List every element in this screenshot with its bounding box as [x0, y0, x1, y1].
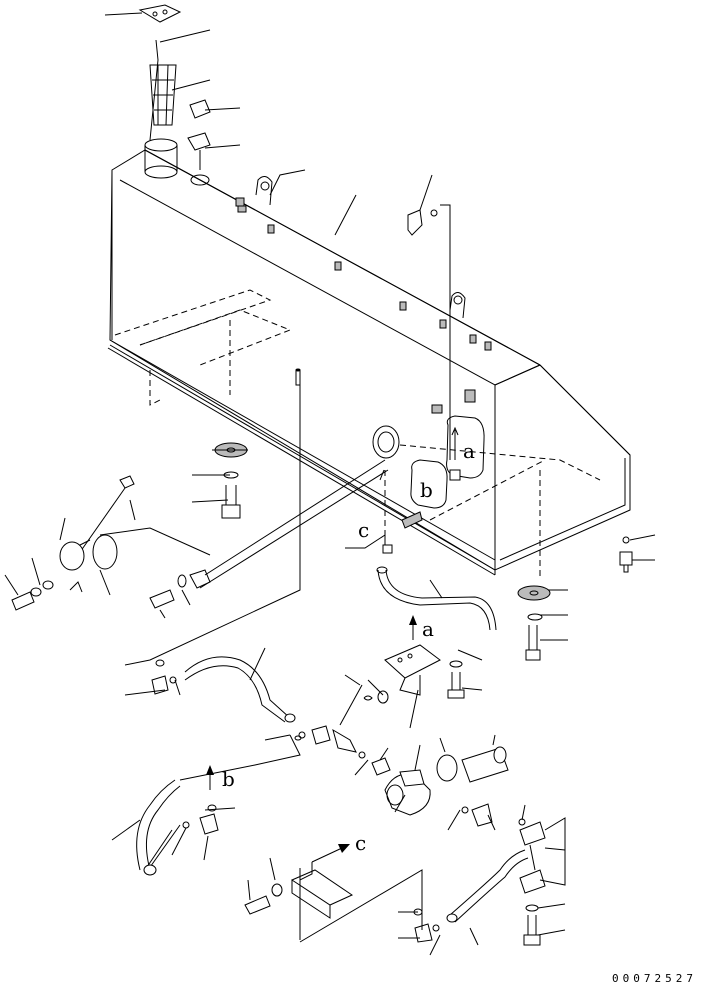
label-a-bracket: a [422, 617, 434, 641]
document-number: 00072527 [612, 972, 697, 985]
view-reference-c: c [358, 511, 423, 554]
mounting-bracket-a [363, 644, 465, 704]
label-b-tank: b [420, 478, 433, 502]
elbow-fitting-top [407, 209, 438, 236]
strainer [149, 39, 177, 141]
hose-upper [376, 566, 497, 631]
label-a-tank: a [463, 439, 475, 463]
level-gauge [372, 425, 400, 459]
fittings [151, 675, 526, 943]
hose-mid [184, 656, 296, 723]
fuel-tank [107, 149, 631, 580]
washers [155, 659, 423, 916]
drain-plug [619, 536, 633, 573]
fuel-filter [384, 746, 509, 816]
weld-nuts [235, 197, 492, 414]
arrow-a: a [409, 615, 434, 641]
leader-lines [4, 12, 656, 956]
label-b-hose: b [222, 767, 235, 791]
clamp-assembly [519, 821, 546, 946]
leader-bracket [99, 527, 211, 556]
mounting-pad [517, 585, 551, 661]
clamp-bracket [149, 459, 389, 609]
fuel-sender [11, 475, 135, 611]
hose-lower-left [136, 779, 181, 876]
view-reference-b: b [410, 459, 461, 509]
label-c-tank: c [358, 518, 369, 542]
view-reference-a: a [446, 415, 485, 479]
arrow-b: b [206, 765, 235, 791]
gauge-rod [295, 368, 301, 386]
arrow-c: c [311, 831, 366, 863]
breather-valve [187, 99, 211, 186]
hose-lower-right [446, 849, 529, 923]
filler-neck [144, 138, 178, 179]
mounting-bracket-c [244, 862, 354, 919]
mounting-pad-left [214, 442, 248, 519]
label-c-bracket: c [355, 831, 366, 855]
filler-cap [138, 4, 182, 23]
mounting-lugs [255, 176, 466, 319]
